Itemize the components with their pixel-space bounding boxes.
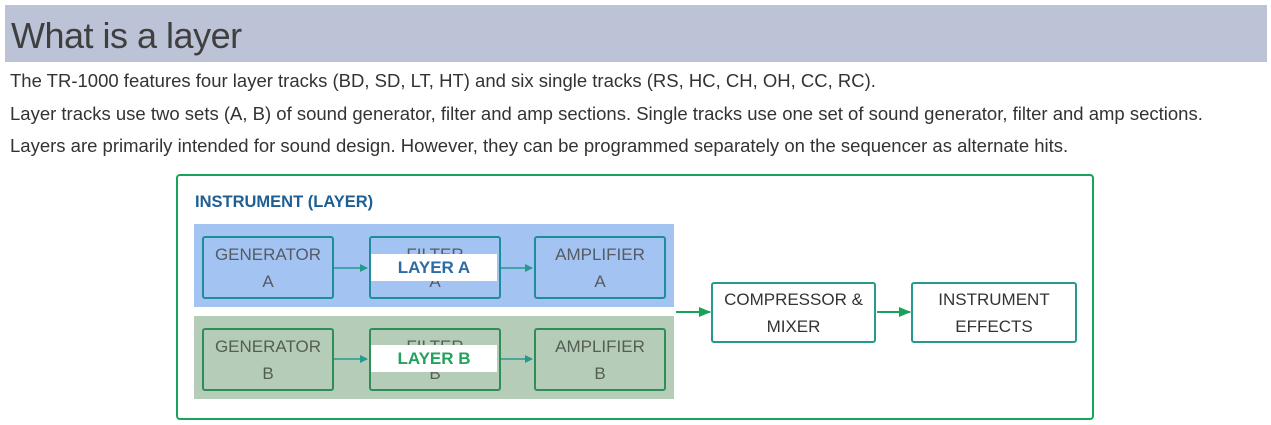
- compressor-mixer-box: COMPRESSOR & MIXER: [711, 282, 876, 343]
- paragraph-2: Layer tracks use two sets (A, B) of soun…: [10, 103, 1203, 124]
- filter-b-line2: B: [429, 363, 441, 383]
- generator-a-line2: A: [262, 271, 274, 291]
- page-title: What is a layer: [11, 15, 242, 56]
- signal-flow-diagram: [176, 174, 1094, 420]
- paragraph-1: The TR-1000 features four layer tracks (…: [10, 70, 876, 91]
- diagram-title: INSTRUMENT (LAYER): [195, 193, 374, 211]
- amplifier-a-box: AMPLIFIER A: [534, 236, 666, 299]
- generator-b-box: GENERATOR B: [202, 328, 334, 391]
- generator-b-line2: B: [262, 363, 274, 383]
- filter-a-line2: A: [429, 271, 441, 291]
- compressor-line2: MIXER: [766, 316, 821, 336]
- effects-line2: EFFECTS: [955, 316, 1033, 336]
- compressor-line1: COMPRESSOR &: [724, 289, 863, 309]
- amplifier-a-line1: AMPLIFIER: [555, 244, 645, 264]
- amplifier-b-line2: B: [594, 363, 606, 383]
- amplifier-a-line2: A: [594, 271, 606, 291]
- generator-b-line1: GENERATOR: [214, 336, 322, 356]
- effects-line1: INSTRUMENT: [938, 289, 1050, 309]
- section-header: What is a layer: [5, 5, 1267, 62]
- layer-b-label: LAYER B: [371, 345, 497, 372]
- generator-a-box: GENERATOR A: [202, 236, 334, 299]
- layer-a-label: LAYER A: [371, 254, 497, 281]
- instrument-effects-box: INSTRUMENT EFFECTS: [911, 282, 1077, 343]
- amplifier-b-line1: AMPLIFIER: [555, 336, 645, 356]
- generator-a-line1: GENERATOR: [214, 244, 322, 264]
- paragraph-3: Layers are primarily intended for sound …: [10, 135, 1069, 156]
- amplifier-b-box: AMPLIFIER B: [534, 328, 666, 391]
